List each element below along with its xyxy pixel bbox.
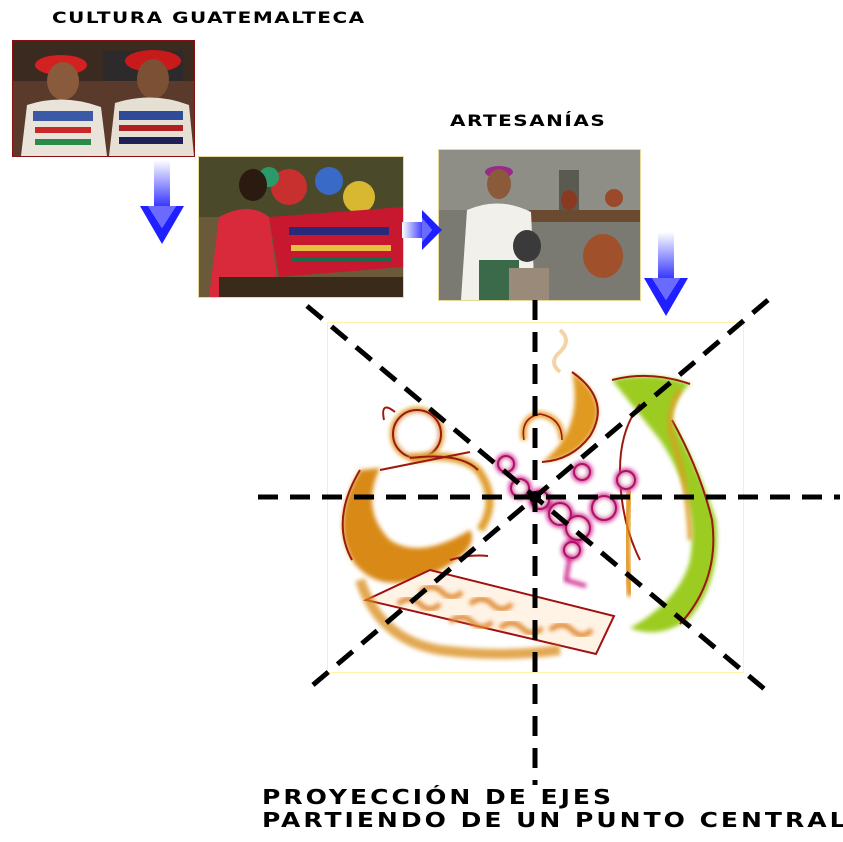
photo-weaver: [198, 156, 404, 298]
down-arrow-icon: [140, 160, 184, 244]
down-arrow-icon: [644, 232, 688, 316]
caption-line-1: PROYECCIÓN DE EJES: [262, 785, 614, 809]
artisan-logo: [341, 328, 717, 659]
right-arrow-icon: [402, 210, 442, 250]
central-point: [529, 491, 541, 503]
title-cultura-guatemalteca: CULTURA GUATEMALTECA: [52, 8, 366, 27]
photo-guatemalan-women: [12, 40, 195, 157]
caption: PROYECCIÓN DE EJES PARTIENDO DE UN PUNTO…: [262, 786, 843, 832]
photo-potter: [438, 149, 641, 301]
title-artesanias: ARTESANÍAS: [450, 111, 607, 130]
caption-line-2: PARTIENDO DE UN PUNTO CENTRAL: [262, 808, 843, 832]
